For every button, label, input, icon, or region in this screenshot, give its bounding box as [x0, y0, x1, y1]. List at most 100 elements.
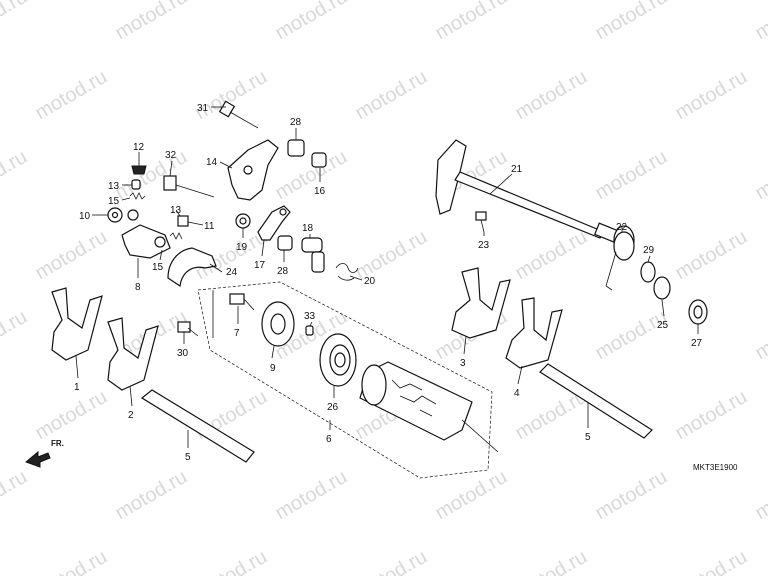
- watermark-text: motod.ru: [432, 0, 511, 44]
- watermark-text: motod.ru: [512, 226, 591, 285]
- gearshift-spindle-21: [435, 139, 627, 246]
- callout-15b: 15: [152, 262, 164, 273]
- callout-1: 1: [74, 382, 80, 393]
- callout-2: 2: [128, 410, 134, 421]
- callout-7: 7: [234, 328, 240, 339]
- callout-28: 28: [290, 117, 302, 128]
- watermark-text: motod.ru: [512, 546, 591, 576]
- watermark-text: motod.ru: [32, 66, 111, 125]
- leader-lines: [75, 106, 699, 448]
- watermark-text: motod.ru: [672, 226, 751, 285]
- watermark-text: motod.ru: [112, 0, 191, 44]
- bolt-7: [229, 293, 255, 311]
- callout-labels: 31 28 14 12 32 16 13 15 10 13 11 19 17 1…: [74, 103, 703, 463]
- callout-23: 23: [478, 240, 490, 251]
- watermark-text: motod.ru: [112, 466, 191, 525]
- drum-cam-9: [261, 301, 295, 347]
- diagram-code: MKT3E1900: [693, 463, 738, 472]
- fork-shaft-5-right: [539, 363, 653, 439]
- watermark-text: motod.ru: [0, 0, 31, 44]
- shift-fork-4: [505, 297, 563, 369]
- watermark-text: motod.ru: [752, 0, 768, 44]
- shift-fork-3: [451, 267, 511, 339]
- watermark-text: motod.ru: [0, 306, 31, 365]
- callout-27: 27: [691, 338, 703, 349]
- callout-12: 12: [133, 142, 145, 153]
- callout-14: 14: [206, 157, 218, 168]
- callout-9: 9: [270, 363, 276, 374]
- parts-drawing: [25, 100, 708, 479]
- callout-24: 24: [226, 267, 238, 278]
- plate-hole: [243, 165, 253, 175]
- watermark-text: motod.ru: [432, 466, 511, 525]
- callout-21: 21: [511, 164, 523, 175]
- watermark-text: motod.ru: [592, 146, 671, 205]
- watermark-text: motod.ru: [272, 146, 351, 205]
- callout-6: 6: [326, 434, 332, 445]
- fork-shaft-5-left: [140, 389, 255, 463]
- arm-roller: [154, 236, 166, 248]
- callout-19: 19: [236, 242, 248, 253]
- nut-10b: [127, 209, 139, 221]
- callout-11: 11: [204, 221, 215, 232]
- callout-5-right: 5: [585, 432, 591, 443]
- bolt-30: [177, 321, 199, 337]
- watermark-text: motod.ru: [32, 386, 111, 445]
- dowel-pin-33: [305, 325, 314, 336]
- arm-17-hole: [279, 208, 287, 216]
- watermark-text: motod.ru: [192, 66, 271, 125]
- washer-19-hole: [239, 217, 247, 225]
- shift-fork-1: [51, 287, 103, 361]
- watermark-text: motod.ru: [272, 466, 351, 525]
- callout-31: 31: [197, 103, 209, 114]
- callout-29: 29: [643, 245, 655, 256]
- watermark-text: motod.ru: [0, 146, 31, 205]
- callout-20: 20: [364, 276, 376, 287]
- spring-20: [335, 263, 359, 281]
- stopper-arm-8: [121, 224, 171, 259]
- bracket-24: [167, 247, 217, 288]
- callout-28b: 28: [277, 266, 289, 277]
- collar-28-top: [287, 139, 305, 157]
- callout-16: 16: [314, 186, 326, 197]
- callout-15: 15: [108, 196, 120, 207]
- watermark-text: motod.ru: [752, 306, 768, 365]
- bolt-31: [218, 100, 259, 129]
- return-spring-22: [605, 225, 635, 291]
- callout-3: 3: [460, 358, 466, 369]
- watermark-text: motod.ru: [272, 0, 351, 44]
- bolt-32: [163, 175, 215, 198]
- seal-27-inner: [693, 305, 703, 319]
- watermark-text: motod.ru: [0, 466, 31, 525]
- watermark-text: motod.ru: [592, 466, 671, 525]
- spring-15b: [169, 232, 183, 240]
- callout-17: 17: [254, 260, 266, 271]
- cap-12: [131, 165, 147, 175]
- pin-13: [131, 179, 141, 190]
- front-arrow-icon: [25, 450, 51, 468]
- watermark-text: motod.ru: [512, 66, 591, 125]
- circlip-29: [640, 261, 656, 283]
- pin-13b: [177, 215, 189, 227]
- callout-30: 30: [177, 348, 189, 359]
- watermark-text: motod.ru: [592, 306, 671, 365]
- bearing-26: [319, 333, 357, 387]
- washer-hole: [111, 211, 119, 219]
- watermark-text: motod.ru: [192, 546, 271, 576]
- spring-15: [129, 192, 146, 200]
- watermark-text: motod.ru: [352, 546, 431, 576]
- bolt-23: [475, 211, 487, 233]
- callout-33: 33: [304, 311, 316, 322]
- callout-25: 25: [657, 320, 669, 331]
- callout-10: 10: [79, 211, 91, 222]
- callout-5-left: 5: [185, 452, 191, 463]
- callout-13b: 13: [170, 205, 182, 216]
- watermark-text: motod.ru: [352, 66, 431, 125]
- callout-4: 4: [514, 388, 520, 399]
- watermark-text: motod.ru: [752, 466, 768, 525]
- watermark-text: motod.ru: [752, 146, 768, 205]
- assembly-outline: [197, 281, 493, 479]
- callout-32: 32: [165, 150, 177, 161]
- watermark-text: motod.ru: [32, 226, 111, 285]
